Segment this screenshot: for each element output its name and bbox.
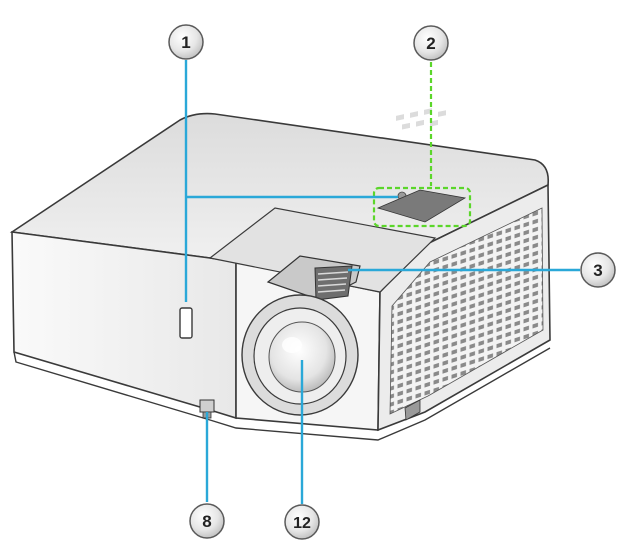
- callout-8-label: 8: [202, 512, 211, 531]
- callout-2: 2: [413, 25, 449, 61]
- control-keypad: [376, 108, 467, 223]
- projector-body: [9, 108, 551, 441]
- projector-front-face: [11, 231, 237, 420]
- rear-foot: [404, 399, 421, 421]
- projection-lens: [241, 294, 359, 416]
- projector-base-edge: [13, 347, 551, 441]
- leader-lines: [184, 60, 580, 504]
- callout-1: 1: [168, 24, 204, 60]
- callout-3-label: 3: [593, 261, 602, 280]
- callout-12-label: 12: [293, 515, 311, 532]
- callout-12: 12: [284, 504, 320, 540]
- zoom-focus-ring: [266, 255, 361, 301]
- callout-2-label: 2: [426, 34, 435, 53]
- side-vent-grille: [389, 207, 544, 415]
- callout-1-label: 1: [181, 33, 190, 52]
- callout-8: 8: [189, 503, 225, 539]
- front-ir-receiver: [179, 307, 193, 339]
- keypad-highlight: [372, 186, 472, 228]
- callout-3: 3: [580, 252, 616, 288]
